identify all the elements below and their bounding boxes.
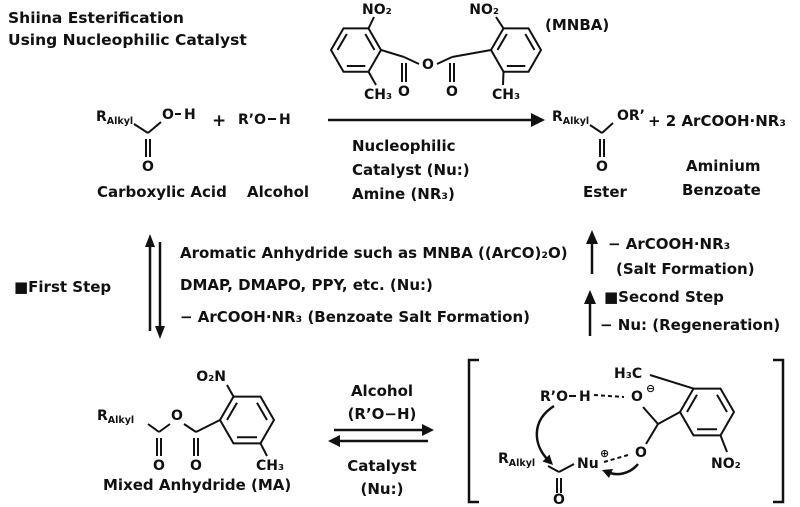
bridge-o-label: O [171,408,183,424]
alcohol-label: Alcohol [247,183,309,201]
benzene-ring-left-inner-bonds [336,33,376,67]
benzoate-o-label: O [635,445,647,461]
r-alkyl-label: RAlkyl [97,408,134,426]
plus-charge-icon: ⊕ [600,447,609,460]
nu-label: Nu [577,456,599,472]
benzene-ring-ma-inner-bonds [226,402,268,439]
benzene-ring-ts-inner-bonds [686,394,728,431]
carbonyl-o-label: O [153,458,165,474]
ch3-label: CH₃ [492,87,520,103]
aminium-label-line1: Aminium [686,157,761,175]
ch3-label: CH₃ [364,87,392,103]
ch3-label: CH₃ [256,458,284,474]
bridge-o-label: O [422,57,434,73]
first-step-conditions: Aromatic Anhydride such as MNBA ((ArCO)₂… [180,244,568,326]
condition-line2: Catalyst (Nu:) [352,161,470,179]
title-line1: Shiina Esterification [8,9,184,27]
aminium-label-line2: Benzoate [682,181,761,199]
salt-formation-line2: (Salt Formation) [616,260,755,278]
ro-label: R’O [238,112,266,128]
reaction-conditions: Nucleophilic Catalyst (Nu:) Amine (NR₃) [352,137,470,203]
acid-bonds [133,113,181,157]
minus-charge-icon: ⊖ [646,382,655,395]
left-bracket [467,358,479,504]
carboxylic-acid-structure: RAlkyl O H O [96,107,196,175]
curved-mechanism-arrow-1 [535,404,555,465]
h-bond-dash [593,394,625,398]
second-step-title: ■Second Step [604,288,724,306]
ts-bonds [547,374,728,493]
mnba-structure: NO₂ NO₂ CH₃ CH₃ O O O [329,2,543,103]
reaction-arrow [328,113,545,127]
h-label: H [279,112,291,128]
mnba-name-label: (MNBA) [545,16,609,34]
condition-line3: Amine (NR₃) [352,185,455,203]
hydroxyl-o-label: O [162,107,174,123]
carboxylic-acid-label: Carboxylic Acid [97,183,227,201]
first-step-title: ■First Step [14,278,111,296]
bottom-equilibrium-arrows [328,424,434,447]
ester-bonds [589,122,614,157]
no2-label: NO₂ [711,456,741,472]
first-step-line3: − ArCOOH·NR₃ (Benzoate Salt Formation) [180,308,530,326]
benzene-ring-ma [218,395,276,445]
salt-formation-arrow [586,230,598,274]
regeneration-arrow [584,290,596,336]
plus-sign: + [212,111,226,131]
byproduct-label: + 2 ArCOOH·NR₃ [648,112,786,130]
carbonyl-o-label: O [398,84,410,100]
ester-structure: RAlkyl OR’ O [552,108,645,175]
ro-label: R’O [540,389,568,405]
carbonyl-o-label: O [190,458,202,474]
ester-label: Ester [583,183,628,201]
h-label: H [579,389,591,405]
carbonyl-o-label: O [596,159,608,175]
r-alkyl-label: RAlkyl [552,109,589,127]
right-bracket [773,358,785,504]
hydroxyl-h-label: H [184,107,196,123]
r-alkyl-label: RAlkyl [96,109,133,127]
or-label: OR’ [617,108,645,124]
salt-formation-line1: − ArCOOH·NR₃ [608,235,730,253]
scheme-title: Shiina Esterification Using Nucleophilic… [8,9,247,49]
r-alkyl-label: RAlkyl [498,451,535,469]
equilibrium-bottom-line1: Catalyst [347,457,416,475]
equilibrium-bottom-line2: (Nu:) [361,480,404,498]
title-line2: Using Nucleophilic Catalyst [8,31,247,49]
h3c-label: H₃C [614,366,642,382]
o2n-label: O₂N [196,369,226,385]
no2-label: NO₂ [469,2,499,18]
regeneration-label: − Nu: (Regeneration) [600,316,780,334]
mixed-anhydride-label: Mixed Anhydride (MA) [103,476,291,494]
alcohol-structure: R’O H [238,112,291,128]
carbonyl-o-label: O [142,159,154,175]
first-step-line1: Aromatic Anhydride such as MNBA ((ArCO)₂… [180,244,568,262]
equilibrium-top-line2: (R’O−H) [348,405,417,423]
first-step-line2: DMAP, DMAPO, PPY, etc. (Nu:) [180,276,433,294]
no2-label: NO₂ [362,2,392,18]
first-step-equilibrium-arrows [145,234,165,339]
carbonyl-o-label: O [446,84,458,100]
benzoate-o-label: O [631,389,643,405]
transition-state-structure: H₃C NO₂ O ⊖ O R’O H RAlkyl O Nu ⊕ [498,366,741,507]
curved-mechanism-arrow-2 [602,463,639,478]
equilibrium-top-line1: Alcohol [351,382,413,400]
mixed-anhydride-structure: RAlkyl O O O O₂N CH₃ [97,369,284,474]
carbonyl-o-label: O [553,492,565,507]
ma-bonds [147,384,268,457]
condition-line1: Nucleophilic [352,137,455,155]
benzene-ring-right-inner-bonds [496,33,536,67]
mnba-bonds [367,16,505,86]
